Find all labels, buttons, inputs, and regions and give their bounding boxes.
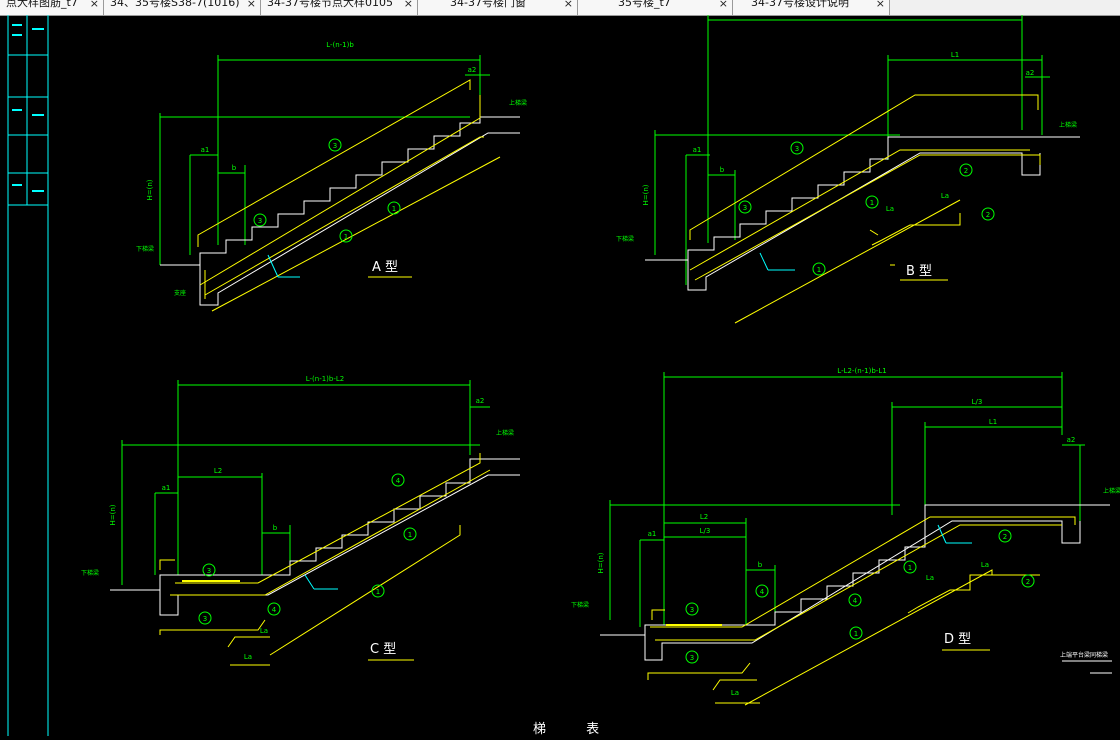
lower-beam: 下梯梁 <box>616 235 634 243</box>
tab-label: 34-37号楼设计说明 <box>751 0 849 9</box>
bottom-title: 梯 表 <box>533 722 617 736</box>
marker-3: 3 <box>203 615 207 623</box>
dim-a2: a2 <box>1026 69 1035 77</box>
marker-4: 4 <box>760 588 765 596</box>
dim-h: H=(n) <box>642 184 650 205</box>
dim-b: b <box>720 166 725 174</box>
marker-4: 4 <box>853 597 858 605</box>
title-block <box>7 15 49 736</box>
dim-la: La <box>731 689 739 697</box>
type-c-label: C 型 <box>370 642 396 657</box>
tab-1[interactable]: 34、35号楼S38-7(1016) × <box>104 0 261 15</box>
dim-l2: L2 <box>700 513 708 521</box>
dim-a1: a1 <box>693 146 702 154</box>
dim-l3: L/3 <box>972 398 983 406</box>
dim-l1: L1 <box>989 418 997 426</box>
cad-drawing[interactable]: 3 3 1 1 L-(n-1)b a2 a1 b H=(n) 下梯梁 上梯梁 支… <box>0 15 1120 737</box>
tab-label: 点大样图筋_t7 <box>6 0 78 9</box>
tab-label: 34-37号楼节点大样0105 <box>267 0 393 9</box>
marker-1: 1 <box>908 564 912 572</box>
dim-top: L-L2-(n-1)b-L1 <box>837 367 886 375</box>
tab-5[interactable]: 34-37号楼设计说明 × <box>733 0 890 15</box>
tab-label: 34、35号楼S38-7(1016) <box>110 0 240 9</box>
marker-3: 3 <box>795 145 799 153</box>
dim-a1: a1 <box>201 146 210 154</box>
marker-1: 1 <box>392 205 396 213</box>
upper-beam: 上梯梁 <box>1059 121 1077 129</box>
drawing-canvas[interactable]: 3 3 1 1 L-(n-1)b a2 a1 b H=(n) 下梯梁 上梯梁 支… <box>0 15 1120 737</box>
dim-a1: a1 <box>648 530 657 538</box>
tab-3[interactable]: 34-37号楼门窗 × <box>418 0 578 15</box>
dim-h: H=(n) <box>146 179 154 200</box>
marker-2: 2 <box>986 211 990 219</box>
tab-label: 35号楼_t7 <box>618 0 671 9</box>
dim-la: La <box>926 574 934 582</box>
marker-3: 3 <box>690 606 694 614</box>
dim-h: H=(n) <box>597 552 605 573</box>
marker-3: 3 <box>207 567 211 575</box>
lower-beam: 下梯梁 <box>81 569 99 577</box>
dim-b: b <box>232 164 237 172</box>
lower-beam: 下梯梁 <box>136 245 154 253</box>
tab-label: 34-37号楼门窗 <box>450 0 526 9</box>
tab-0[interactable]: 点大样图筋_t7 × <box>0 0 104 15</box>
stair-type-d: 3 4 1 4 2 1 3 2 L-L2-(n-1)b-L1 L/3 L1 a2… <box>571 367 1120 706</box>
side-note-text: 上端平台梁同梯梁 <box>1060 651 1108 659</box>
tab-bar: 点大样图筋_t7 × 34、35号楼S38-7(1016) × 34-37号楼节点大… <box>0 0 1120 16</box>
lower-beam: 下梯梁 <box>571 601 589 609</box>
close-icon[interactable]: × <box>563 0 573 10</box>
tab-2[interactable]: 34-37号楼节点大样0105 × <box>261 0 418 15</box>
dim-top: L-(n-1)b-L2 <box>306 375 345 383</box>
close-icon[interactable]: × <box>718 0 728 10</box>
dim-a1: a1 <box>162 484 171 492</box>
dim-l3: L/3 <box>700 527 711 535</box>
stair-type-c: 3 4 1 4 1 3 L-(n-1)b-L2 a2 a1 L2 b H=(n)… <box>81 375 520 666</box>
marker-4: 4 <box>272 606 277 614</box>
close-icon[interactable]: × <box>403 0 413 10</box>
dim-la: La <box>941 192 949 200</box>
marker-3: 3 <box>743 204 747 212</box>
dim-top: L-(n-1)b <box>326 41 354 49</box>
dim-l2: L2 <box>214 467 222 475</box>
dim-la: La <box>244 653 252 661</box>
marker-1: 1 <box>817 266 821 274</box>
dim-b: b <box>758 561 763 569</box>
stair-type-b: 3 3 1 1 2 2 L1 a2 a1 b H=(n) La La 下梯梁 上… <box>616 15 1080 324</box>
tab-4[interactable]: 35号楼_t7 × <box>578 0 733 15</box>
marker-3: 3 <box>333 142 337 150</box>
type-a-label: A 型 <box>372 260 398 275</box>
type-d-label: D 型 <box>944 632 971 647</box>
tab-bar-filler <box>890 0 1120 15</box>
marker-1: 1 <box>408 531 412 539</box>
upper-beam: 上梯梁 <box>1103 487 1120 495</box>
stair-type-a: 3 3 1 1 L-(n-1)b a2 a1 b H=(n) 下梯梁 上梯梁 支… <box>136 41 527 312</box>
marker-1: 1 <box>344 233 348 241</box>
close-icon[interactable]: × <box>875 0 885 10</box>
marker-1: 1 <box>870 199 874 207</box>
marker-1: 1 <box>376 588 380 596</box>
marker-2: 2 <box>1026 578 1030 586</box>
dim-h: H=(n) <box>109 504 117 525</box>
side-note: 上端平台梁同梯梁 <box>1060 651 1112 674</box>
marker-2: 2 <box>964 167 968 175</box>
dim-l1: L1 <box>951 51 959 59</box>
dim-b: b <box>273 524 278 532</box>
marker-2: 2 <box>1003 533 1007 541</box>
dim-a2: a2 <box>476 397 485 405</box>
close-icon[interactable]: × <box>89 0 99 10</box>
type-b-label: B 型 <box>906 264 932 279</box>
marker-1: 1 <box>854 630 858 638</box>
marker-4: 4 <box>396 477 401 485</box>
upper-beam: 上梯梁 <box>496 429 514 437</box>
marker-3: 3 <box>690 654 694 662</box>
marker-3: 3 <box>258 217 262 225</box>
dim-a2: a2 <box>1067 436 1076 444</box>
dim-la: La <box>981 561 989 569</box>
dim-la: La <box>886 205 894 213</box>
upper-beam: 上梯梁 <box>509 99 527 107</box>
close-icon[interactable]: × <box>246 0 256 10</box>
dim-la: La <box>260 627 268 635</box>
seat: 支座 <box>174 289 186 297</box>
dim-a2: a2 <box>468 66 477 74</box>
